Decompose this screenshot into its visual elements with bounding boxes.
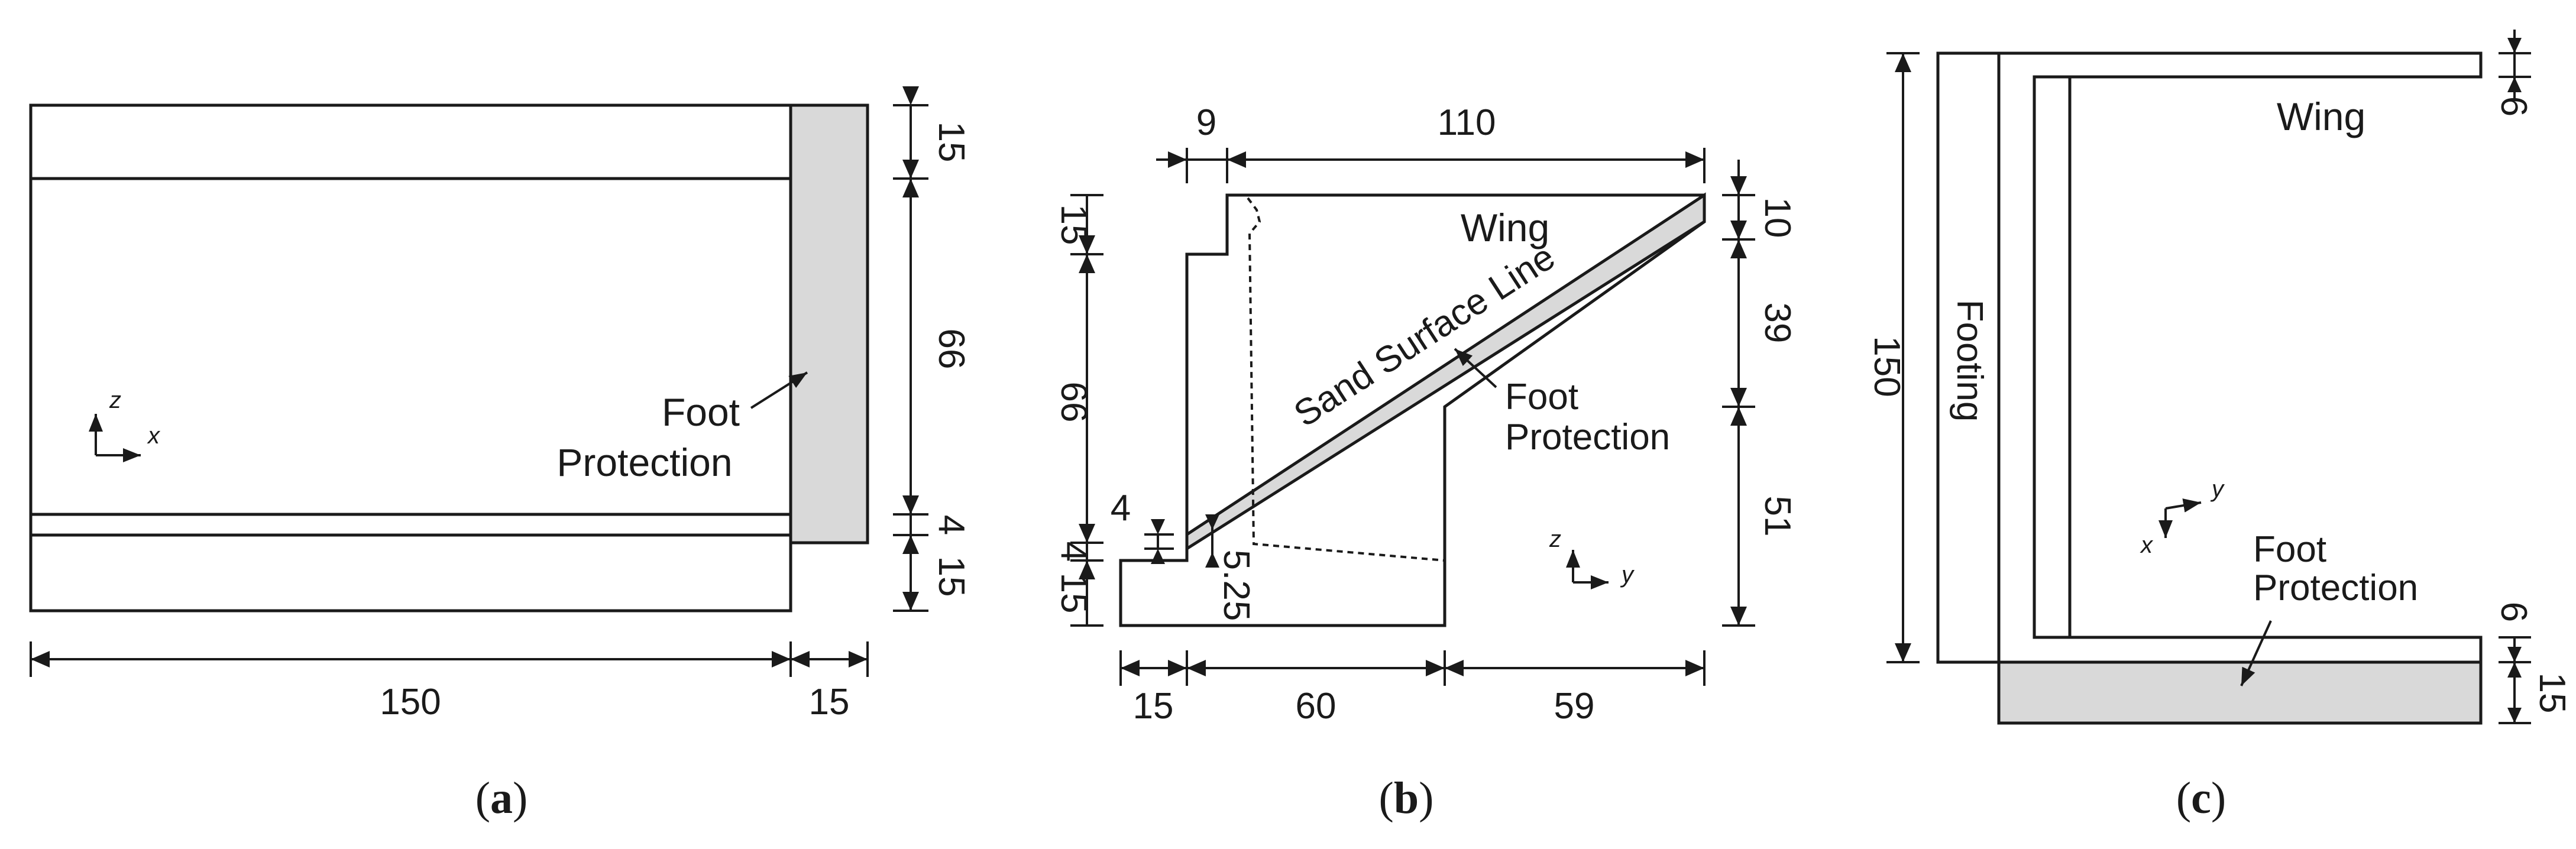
caption-a: (a): [475, 773, 528, 823]
axis-triad: z x: [89, 387, 161, 462]
dim-label-top-band: 15: [931, 122, 972, 163]
dim-label-bottom-6: 6: [2493, 602, 2534, 622]
caption-b: (b): [1379, 773, 1434, 823]
axis-y-label: y: [2210, 476, 2225, 502]
dim-label-bottom-60: 60: [1296, 686, 1336, 727]
caption-c: (c): [2176, 773, 2226, 823]
foot-protection-label-line2: Protection: [2253, 568, 2418, 608]
axis-z-label: z: [1549, 526, 1561, 552]
hidden-dashed-line: [1247, 197, 1445, 562]
foot-protection-label-line2: Protection: [556, 440, 732, 484]
dim-label-left-4: 4: [1053, 542, 1094, 562]
foot-protection-label-line2: Protection: [1505, 417, 1670, 458]
dim-label-bottom-band: 15: [931, 556, 972, 597]
dim-label-right-10: 10: [1757, 197, 1798, 238]
dim-arrowheads: [1730, 176, 1747, 626]
wing-label: Wing: [2277, 95, 2365, 138]
dim-label-left-4-upper: 4: [1111, 488, 1131, 529]
dim-label-height-150: 150: [1866, 336, 1907, 397]
dim-label-left-66: 66: [1053, 382, 1094, 423]
foot-protection-block: [1997, 660, 2483, 725]
sand-surface-line: [1186, 194, 1706, 536]
panel-c: Wing Footing Foot Protection 150 6 6 15 …: [1866, 30, 2572, 823]
axis-x-label: x: [147, 423, 161, 449]
dim-arrowheads: [1079, 235, 1095, 579]
dim-label-left-15: 15: [1053, 205, 1094, 245]
axis-x-label: x: [2140, 532, 2154, 558]
foot-protection-leader: [750, 371, 808, 409]
foot-protection-label-line1: Foot: [1505, 377, 1578, 417]
panel-b: Wing Sand Surface Line Foot Protection 9…: [1053, 102, 1798, 823]
dim-label-right-39: 39: [1757, 303, 1798, 344]
dim-arrowheads: [902, 86, 919, 611]
foot-protection-block: [789, 103, 869, 545]
dim-label-bottom-15: 15: [1133, 686, 1174, 727]
dim-label-left-15-low: 15: [1053, 573, 1094, 614]
foot-protection-label-line1: Foot: [2253, 529, 2326, 570]
dim-label-mid-band: 66: [931, 329, 972, 370]
dim-label-width-foot: 15: [809, 682, 850, 722]
dim-arrowheads: [1151, 519, 1165, 564]
panel-a: 15 66 4 15 150 15 Foot Protection z x (a…: [29, 86, 972, 823]
dim-label-bottom-59: 59: [1554, 686, 1595, 727]
dim-label-right-51: 51: [1757, 496, 1798, 537]
axis-triad: z y: [1549, 526, 1635, 589]
dim-label-bottom-15: 15: [2532, 673, 2572, 714]
dim-label-slab: 5.25: [1216, 550, 1257, 621]
axis-triad: x y: [2140, 476, 2225, 558]
footing-label: Footing: [1949, 300, 1990, 422]
foot-protection-label-line1: Foot: [662, 390, 740, 434]
dim-label-top-right: 110: [1438, 102, 1496, 143]
dim-arrowheads: [2507, 647, 2522, 723]
axis-y-label: y: [1620, 562, 1635, 588]
foot-protection-leader: [2240, 620, 2272, 686]
dim-arrowheads: [2507, 38, 2522, 92]
dim-label-width-main: 150: [380, 682, 441, 722]
dim-label-thin-band: 4: [931, 515, 972, 535]
dim-label-top-6: 6: [2493, 96, 2534, 116]
dim-label-top-left: 9: [1196, 102, 1216, 143]
wing-inner-line: [2034, 75, 2070, 639]
foot-protection-leader: [1454, 348, 1497, 388]
dim-arrowheads: [1205, 514, 1219, 568]
axis-z-label: z: [109, 387, 121, 413]
wing-label: Wing: [1461, 206, 1549, 249]
